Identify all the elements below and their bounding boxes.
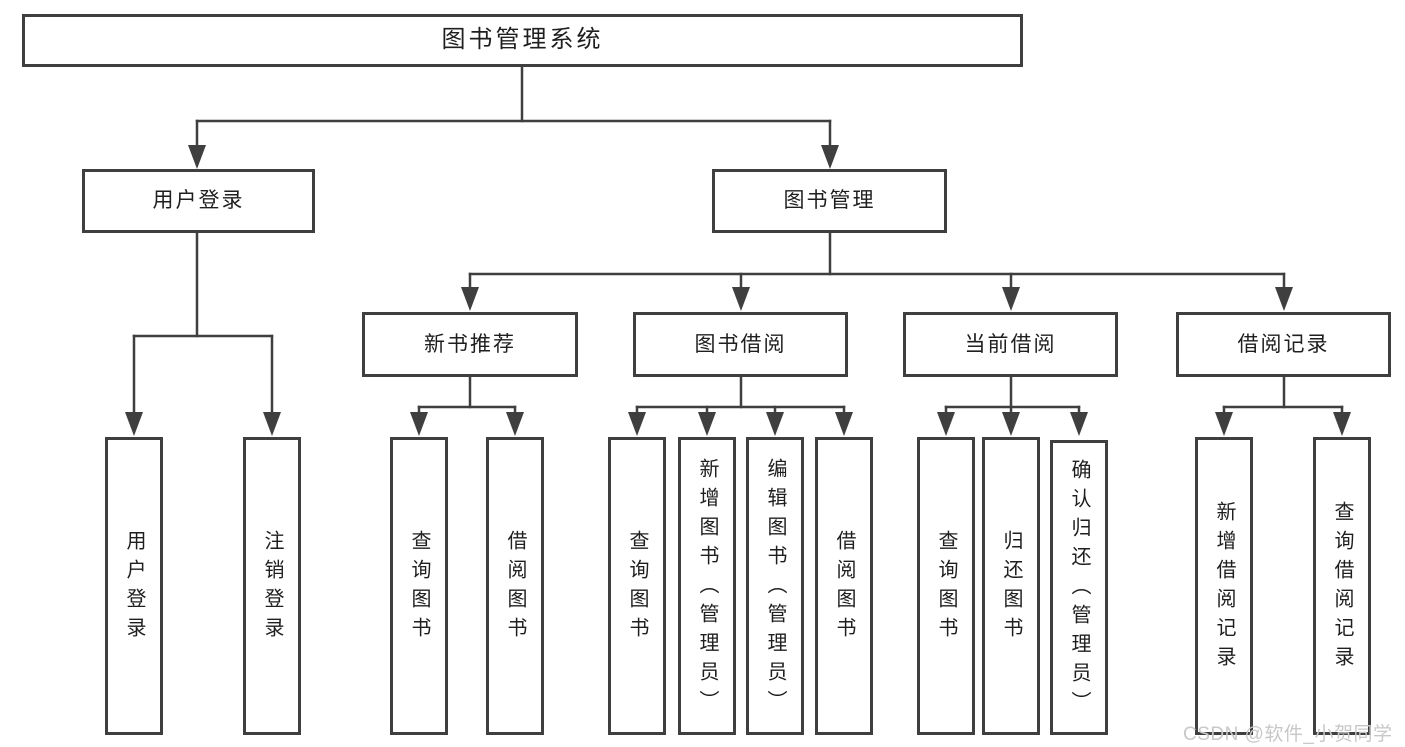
node-user-login: 用户登录: [82, 169, 315, 233]
node-book-mgmt: 图书管理: [712, 169, 947, 233]
leaf-return-book: 归还图书: [982, 437, 1040, 735]
leaf-user-login: 用户登录: [105, 437, 163, 735]
leaf-borrow-books-2: 借阅图书: [815, 437, 873, 735]
leaf-query-books-3: 查询图书: [917, 437, 975, 735]
leaf-logout: 注销登录: [243, 437, 301, 735]
leaf-query-books-1: 查询图书: [390, 437, 448, 735]
leaf-confirm-return-admin: 确认归还（管理员）: [1050, 440, 1108, 735]
csdn-watermark: CSDN @软件_小贺同学: [1183, 724, 1393, 745]
leaf-add-book-admin: 新增图书（管理员）: [678, 437, 736, 735]
leaf-query-books-2: 查询图书: [608, 437, 666, 735]
leaf-add-borrow-record: 新增借阅记录: [1195, 437, 1253, 735]
leaf-edit-book-admin: 编辑图书（管理员）: [746, 437, 804, 735]
node-current-borrow: 当前借阅: [903, 312, 1118, 377]
leaf-borrow-books-1: 借阅图书: [486, 437, 544, 735]
leaf-query-borrow-record: 查询借阅记录: [1313, 437, 1371, 735]
node-new-book-rec: 新书推荐: [362, 312, 578, 377]
node-root: 图书管理系统: [22, 14, 1023, 67]
node-book-borrow: 图书借阅: [633, 312, 848, 377]
node-borrow-records: 借阅记录: [1176, 312, 1391, 377]
